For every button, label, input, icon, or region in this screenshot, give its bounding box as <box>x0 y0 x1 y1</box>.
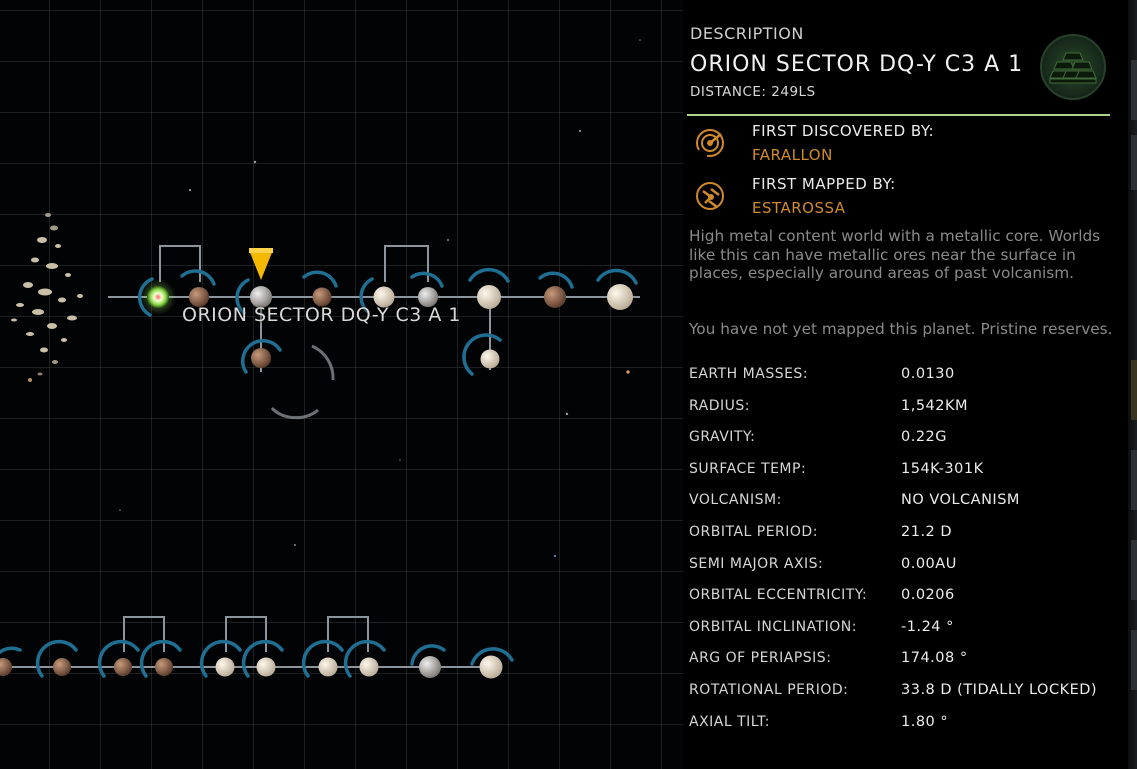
stat-row-surface-temp: SURFACE TEMP: 154K-301K <box>689 457 1119 489</box>
stat-label: AXIAL TILT: <box>689 713 770 730</box>
distance: DISTANCE: 249LS <box>690 84 816 100</box>
stat-value: 0.0130 <box>901 366 955 382</box>
stat-label: SURFACE TEMP: <box>689 460 807 477</box>
planet-name: ORION SECTOR DQ-Y C3 A 1 <box>690 52 1024 77</box>
planet-selected <box>250 286 272 308</box>
stat-value: -1.24 ° <box>901 618 954 635</box>
planet <box>189 287 209 307</box>
stat-row-radius: RADIUS: 1,542KM <box>689 394 1119 426</box>
stat-row-orbital-period: ORBITAL PERIOD: 21.2 D <box>689 520 1119 552</box>
planet <box>312 287 332 307</box>
stat-label: ORBITAL INCLINATION: <box>689 618 857 635</box>
stat-label: VOLCANISM: <box>689 492 782 509</box>
asteroid-belt[interactable] <box>11 213 83 376</box>
mapping-status: You have not yet mapped this planet. Pri… <box>689 320 1113 338</box>
first-mapped-label: FIRST MAPPED BY: <box>752 175 896 193</box>
description-panel: DESCRIPTION ORION SECTOR DQ-Y C3 A 1 DIS… <box>683 0 1128 769</box>
edge-tab <box>1131 540 1137 600</box>
planets-top-row[interactable] <box>189 284 633 369</box>
stat-label: RADIUS: <box>689 397 750 414</box>
planet-ring <box>270 344 335 420</box>
stat-value: 0.00AU <box>901 555 957 572</box>
discovery-scan-icon <box>696 129 724 158</box>
planet-description: High metal content world with a metallic… <box>689 227 1101 282</box>
stat-row-orbital-inclination: ORBITAL INCLINATION: -1.24 ° <box>689 615 1119 647</box>
stat-value: 174.08 ° <box>901 650 968 667</box>
planet <box>607 284 633 310</box>
mapping-probe-icon <box>696 182 724 210</box>
section-title: DESCRIPTION <box>690 24 804 43</box>
edge-tab <box>1131 360 1137 420</box>
stat-row-axial-tilt: AXIAL TILT: 1.80 ° <box>689 710 1119 742</box>
system-map-canvas[interactable] <box>0 0 683 769</box>
planet <box>0 658 12 676</box>
planet <box>114 658 132 676</box>
stat-value: NO VOLCANISM <box>901 492 1020 509</box>
stat-label: ROTATIONAL PERIOD: <box>689 681 849 698</box>
edge-tab <box>1131 135 1137 190</box>
moon <box>251 348 271 368</box>
first-mapped-row: FIRST MAPPED BY: ESTAROSSA <box>695 175 1105 223</box>
stat-value: 1.80 ° <box>901 713 949 730</box>
edge-tab <box>1131 450 1137 510</box>
stat-row-gravity: GRAVITY: 0.22G <box>689 425 1119 457</box>
first-mapped-value: ESTAROSSA <box>752 199 846 217</box>
first-discovered-label: FIRST DISCOVERED BY: <box>752 122 935 140</box>
metal-ingots-icon <box>1040 34 1106 100</box>
stat-value: 0.22G <box>901 429 948 446</box>
first-discovered-row: FIRST DISCOVERED BY: FARALLON <box>695 122 1105 170</box>
system-map[interactable]: ORION SECTOR DQ-Y C3 A 1 <box>0 0 683 769</box>
planet <box>477 285 501 309</box>
planet <box>155 658 173 676</box>
stat-value: 33.8 D (TIDALLY LOCKED) <box>901 681 1098 698</box>
stat-label: ORBITAL ECCENTRICITY: <box>689 587 868 604</box>
stat-row-rotational-period: ROTATIONAL PERIOD: 33.8 D (TIDALLY LOCKE… <box>689 678 1119 710</box>
planet <box>419 656 441 678</box>
stat-row-semi-major-axis: SEMI MAJOR AXIS: 0.00AU <box>689 552 1119 584</box>
star[interactable] <box>140 279 176 315</box>
moon <box>480 349 500 369</box>
planets-bottom-row[interactable] <box>0 655 503 679</box>
stat-label: GRAVITY: <box>689 429 756 446</box>
stat-value: 154K-301K <box>901 460 984 477</box>
stat-label: SEMI MAJOR AXIS: <box>689 555 824 572</box>
planet <box>215 657 235 677</box>
stat-label: EARTH MASSES: <box>689 366 809 382</box>
header-divider <box>687 114 1110 116</box>
stat-value: 21.2 D <box>901 523 953 540</box>
background-stars <box>28 39 641 558</box>
stat-value: 1,542KM <box>901 397 969 414</box>
selected-body-label: ORION SECTOR DQ-Y C3 A 1 <box>182 304 461 326</box>
edge-tab <box>1131 60 1137 120</box>
stat-row-arg-of-periapsis: ARG OF PERIAPSIS: 174.08 ° <box>689 646 1119 678</box>
selection-marker-icon <box>249 248 273 280</box>
planet <box>544 286 566 308</box>
planet <box>418 287 438 307</box>
planet <box>373 286 395 308</box>
stat-value: 0.0206 <box>901 587 955 604</box>
first-discovered-value: FARALLON <box>752 146 833 164</box>
orbit-arcs <box>0 267 638 678</box>
stat-row-orbital-eccentricity: ORBITAL ECCENTRICITY: 0.0206 <box>689 583 1119 615</box>
planet <box>479 655 503 679</box>
planet <box>359 657 379 677</box>
edge-tab <box>1131 630 1137 690</box>
stat-row-volcanism: VOLCANISM: NO VOLCANISM <box>689 488 1119 520</box>
stat-label: ORBITAL PERIOD: <box>689 523 818 540</box>
planet <box>256 657 276 677</box>
stat-label: ARG OF PERIAPSIS: <box>689 650 832 667</box>
planet <box>53 658 71 676</box>
planet <box>318 657 338 677</box>
stat-row-earth-masses: EARTH MASSES: 0.0130 <box>689 362 1119 394</box>
stats-table: EARTH MASSES: 0.0130 RADIUS: 1,542KM GRA… <box>689 362 1119 741</box>
